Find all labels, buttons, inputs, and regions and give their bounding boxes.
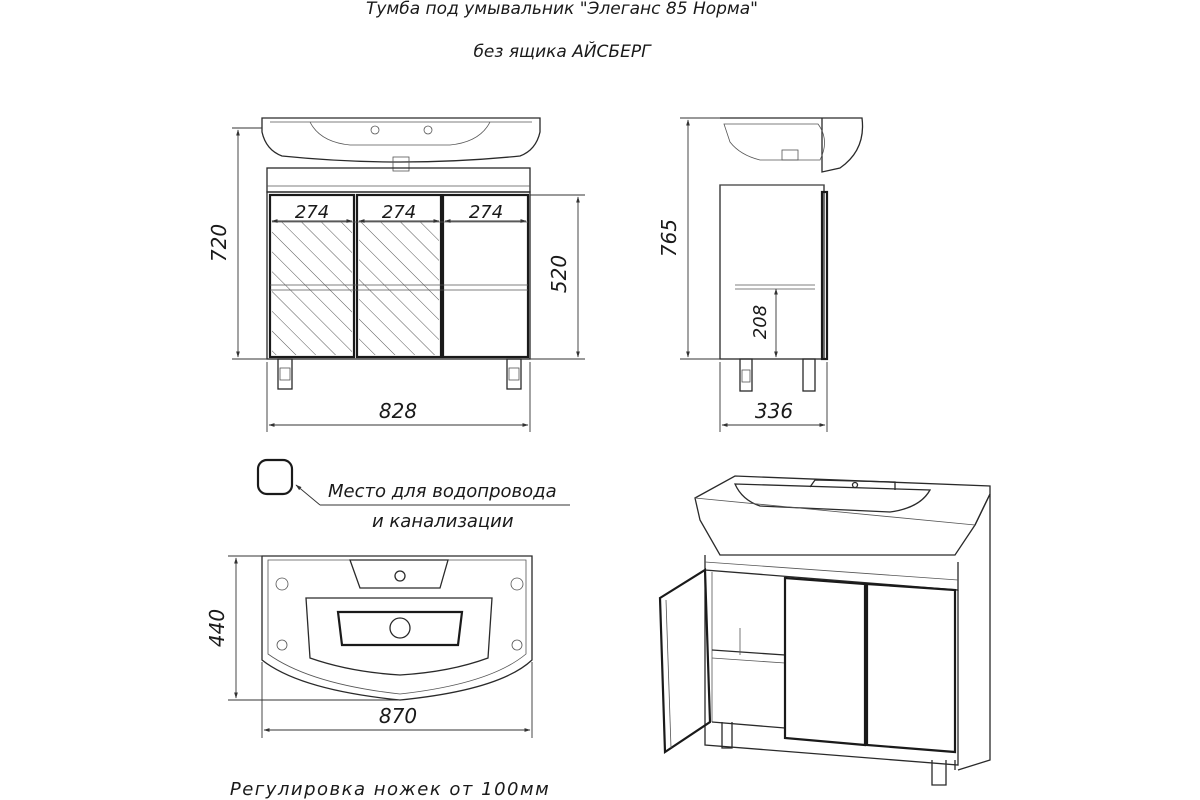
dim-door-height: 520 [547, 255, 571, 293]
side-view: 765 208 336 [657, 117, 864, 432]
dim-front-height: 720 [207, 224, 231, 262]
dim-shelf-height: 208 [750, 305, 771, 339]
legend-line-2: и канализации [372, 511, 514, 532]
title-line-1: Тумба под умывальник "Элеганс 85 Норма" [366, 0, 758, 19]
dim-side-height: 765 [657, 219, 681, 257]
front-view: 720 520 274 274 274 828 [207, 117, 585, 432]
dim-top-depth: 440 [205, 609, 229, 647]
dim-front-width: 828 [379, 399, 417, 423]
footer-note: Регулировка ножек от 100мм [230, 779, 550, 800]
dim-top-width: 870 [379, 704, 417, 728]
legend-line-1: Место для водопровода [328, 481, 557, 502]
dim-door-3: 274 [469, 202, 503, 223]
dim-side-depth: 336 [755, 399, 793, 423]
legend: Место для водопровода и канализации [256, 458, 570, 532]
legend-hatch-swatch [256, 458, 294, 496]
top-view: 440 870 [205, 555, 533, 738]
title-line-2: без ящика АЙСБЕРГ [473, 40, 652, 62]
dim-door-1: 274 [295, 202, 329, 223]
isometric-view [658, 475, 991, 786]
dim-door-2: 274 [382, 202, 416, 223]
